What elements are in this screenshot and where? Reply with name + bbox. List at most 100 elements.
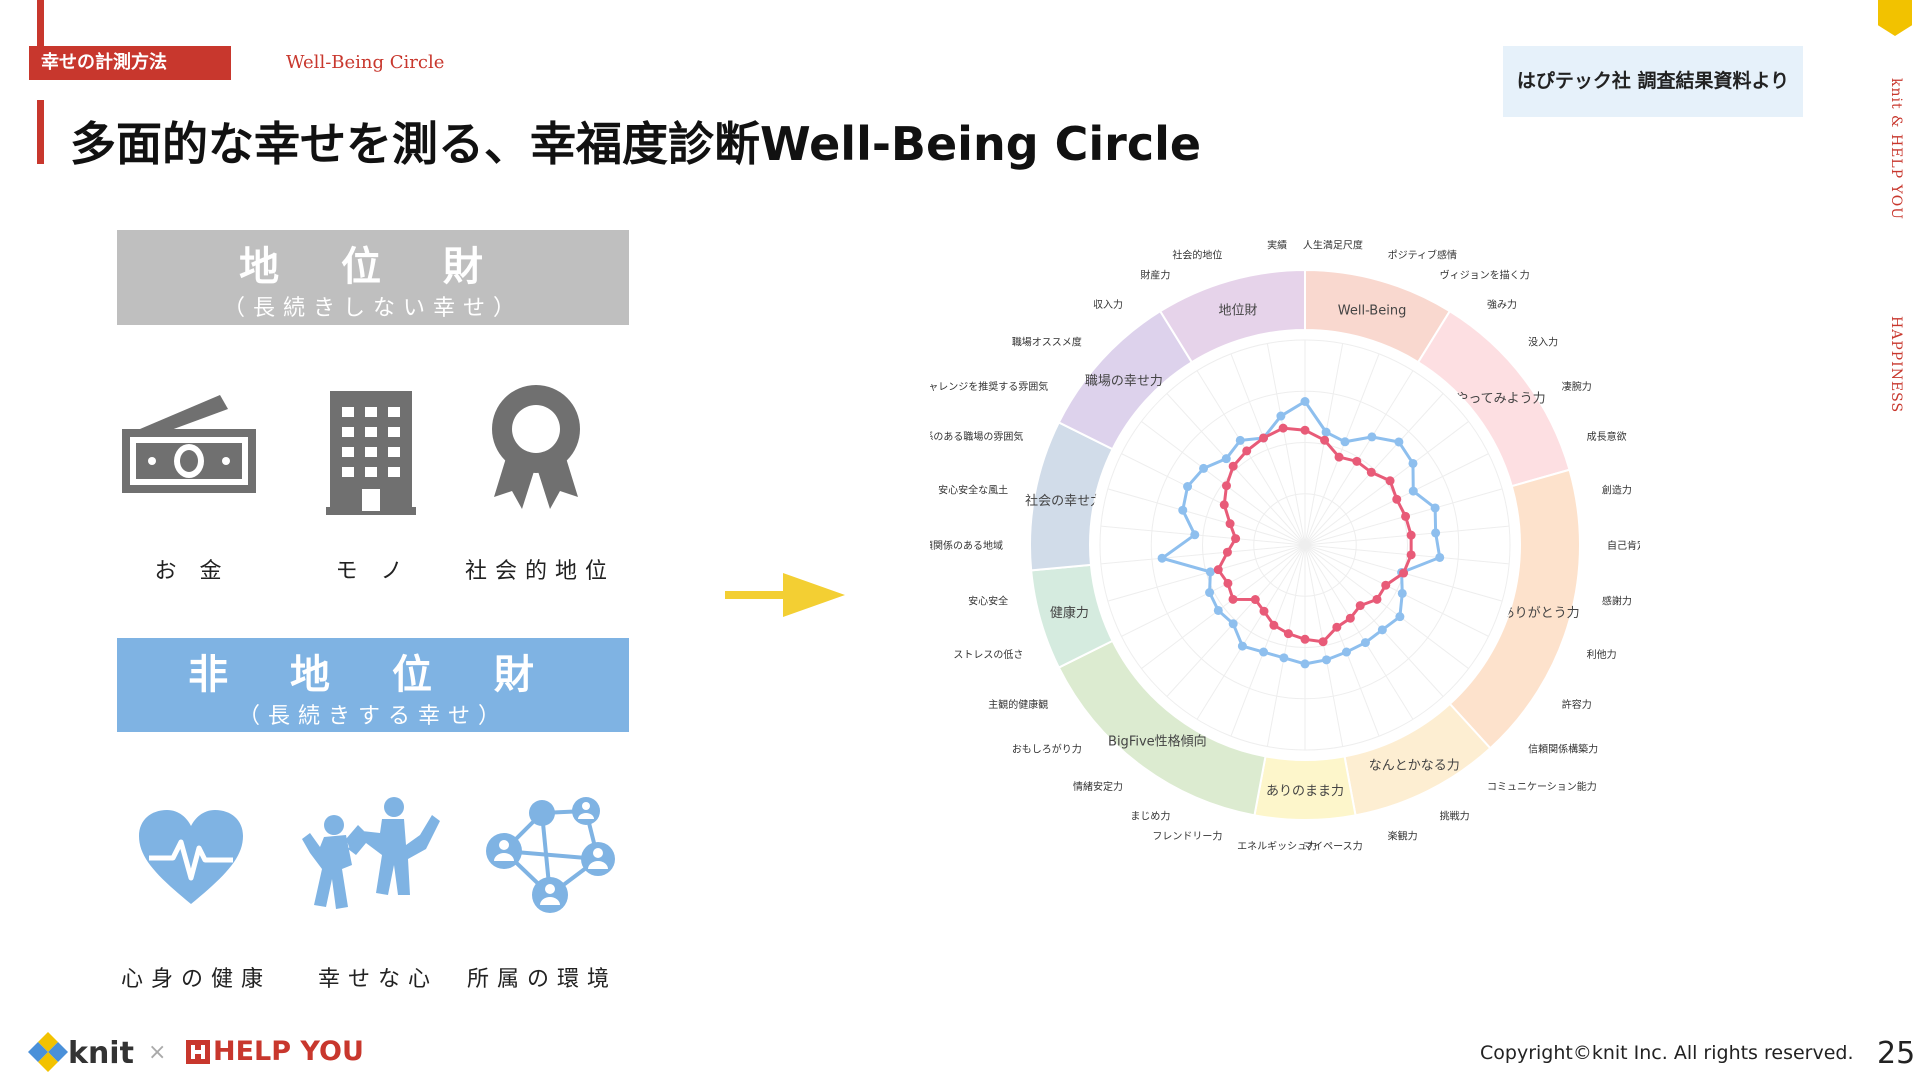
series-point — [1237, 641, 1247, 651]
helpyou-logo-text: HELP YOU — [213, 1036, 364, 1067]
knit-logo-icon — [28, 1032, 68, 1072]
series-point — [1366, 467, 1376, 477]
radar-spoke — [1266, 343, 1306, 546]
series-point — [1406, 530, 1416, 540]
series-point — [1385, 476, 1395, 486]
series-point — [1199, 463, 1209, 473]
helpyou-logo-icon — [186, 1040, 210, 1064]
category-label: ありがとう力 — [1502, 606, 1580, 621]
page-number: 25 — [1877, 1036, 1916, 1071]
series-point — [1406, 550, 1416, 560]
series-point — [1430, 503, 1440, 513]
axis-label: おもしろがり力 — [1012, 742, 1082, 755]
radar-spoke — [1304, 544, 1414, 720]
series-point — [1278, 423, 1288, 433]
axis-label: ストレスの低さ — [953, 648, 1023, 661]
series-point — [1300, 659, 1310, 669]
page-title: 多面的な幸せを測る、幸福度診断Well-Being Circle — [70, 117, 1202, 171]
series-point — [1332, 622, 1342, 632]
series-point — [1231, 534, 1241, 544]
series-point — [1259, 606, 1269, 616]
label-goods: モ ノ — [335, 559, 411, 584]
non-status-goods-title: 非 地 位 財 — [188, 652, 558, 698]
series-point — [1381, 580, 1391, 590]
series-point — [1352, 456, 1362, 466]
series-point — [1334, 452, 1344, 462]
axis-label: 社会的地位 — [1172, 249, 1222, 262]
section-subtitle: Well-Being Circle — [286, 52, 445, 73]
series-point — [1372, 594, 1382, 604]
series-point — [1300, 397, 1310, 406]
axis-label: コミュニケーション能力 — [1487, 780, 1597, 793]
series-point — [1318, 637, 1328, 647]
radar-spoke — [1304, 353, 1380, 546]
axis-label: 挑戦力 — [1440, 809, 1470, 822]
series-point — [1228, 461, 1238, 471]
axis-label: ポジティブ感情 — [1388, 249, 1457, 262]
series-point — [1340, 437, 1350, 447]
brand-mark-icon — [1878, 0, 1912, 36]
series-point — [1235, 435, 1245, 445]
radar-spoke — [1107, 488, 1306, 546]
series-point — [1221, 481, 1231, 491]
series-point — [1219, 500, 1229, 510]
money-icon — [122, 395, 256, 493]
series-point — [1225, 519, 1235, 529]
axis-label: エネルギッシュ力 — [1237, 840, 1317, 853]
series-point — [1276, 411, 1286, 421]
logo-separator: × — [148, 1040, 167, 1065]
series-point — [1279, 653, 1289, 663]
radar-spoke — [1121, 453, 1306, 546]
series-point — [1205, 588, 1215, 598]
knit-logo-text: knit — [68, 1036, 134, 1071]
series-point — [1242, 446, 1252, 456]
series-point — [1213, 605, 1223, 615]
axis-label: 収入力 — [1093, 298, 1123, 311]
series-point — [1300, 425, 1310, 435]
axis-label: マイペース力 — [1303, 840, 1363, 853]
label-belonging: 所属の環境 — [466, 967, 617, 992]
series-point — [1321, 427, 1331, 437]
series-point — [1190, 530, 1200, 540]
category-label: 職場の幸せ力 — [1085, 374, 1163, 389]
axis-label: 人生満足尺度 — [1303, 240, 1363, 251]
accent-bar-top — [37, 0, 44, 46]
axis-label: 凄腕力 — [1562, 380, 1592, 393]
series-point — [1360, 638, 1370, 648]
label-social-status: 社会的地位 — [464, 559, 615, 584]
series-point — [1283, 629, 1293, 639]
building-icon — [326, 391, 416, 515]
category-label: 社会の幸せ力 — [1025, 493, 1103, 509]
series-point — [1341, 647, 1351, 657]
axis-label: 主観的健康観 — [988, 698, 1048, 711]
axis-label: 信頼関係構築力 — [1528, 742, 1598, 755]
axis-label: まじめ力 — [1130, 809, 1170, 822]
category-label: やってみよう力 — [1455, 391, 1545, 406]
series-point — [1320, 435, 1330, 445]
radar-spoke — [1230, 544, 1306, 737]
series-point — [1395, 612, 1405, 622]
series-point — [1228, 594, 1238, 604]
status-goods-header: 地 位 財 （長続きしない幸せ） — [117, 230, 629, 325]
category-label: 地位財 — [1218, 303, 1257, 318]
axis-label: 許容力 — [1562, 698, 1592, 711]
status-goods-subtitle: （長続きしない幸せ） — [222, 296, 523, 321]
vertical-topic: HAPPINESS — [1888, 316, 1904, 414]
axis-label: 自己肯定力 — [1607, 539, 1640, 552]
radar-spoke — [1304, 544, 1489, 637]
series-point — [1250, 595, 1260, 605]
label-money: お 金 — [154, 559, 230, 584]
radar-spoke — [1196, 370, 1306, 546]
radar-spoke — [1100, 544, 1306, 565]
series-point — [1399, 568, 1409, 578]
radar-spoke — [1266, 544, 1306, 747]
radar-spoke — [1100, 525, 1306, 546]
axis-label: 職場オススメ度 — [1012, 336, 1082, 349]
heart-pulse-icon — [139, 810, 243, 904]
copyright: Copyright©knit Inc. All rights reserved. — [1480, 1042, 1854, 1064]
label-happy-mind: 幸せな心 — [317, 967, 438, 992]
category-label: Well-Being — [1338, 303, 1407, 318]
series-point — [1345, 613, 1355, 623]
axis-label: 没入力 — [1528, 336, 1558, 349]
axis-label: 安心安全 — [968, 594, 1008, 607]
